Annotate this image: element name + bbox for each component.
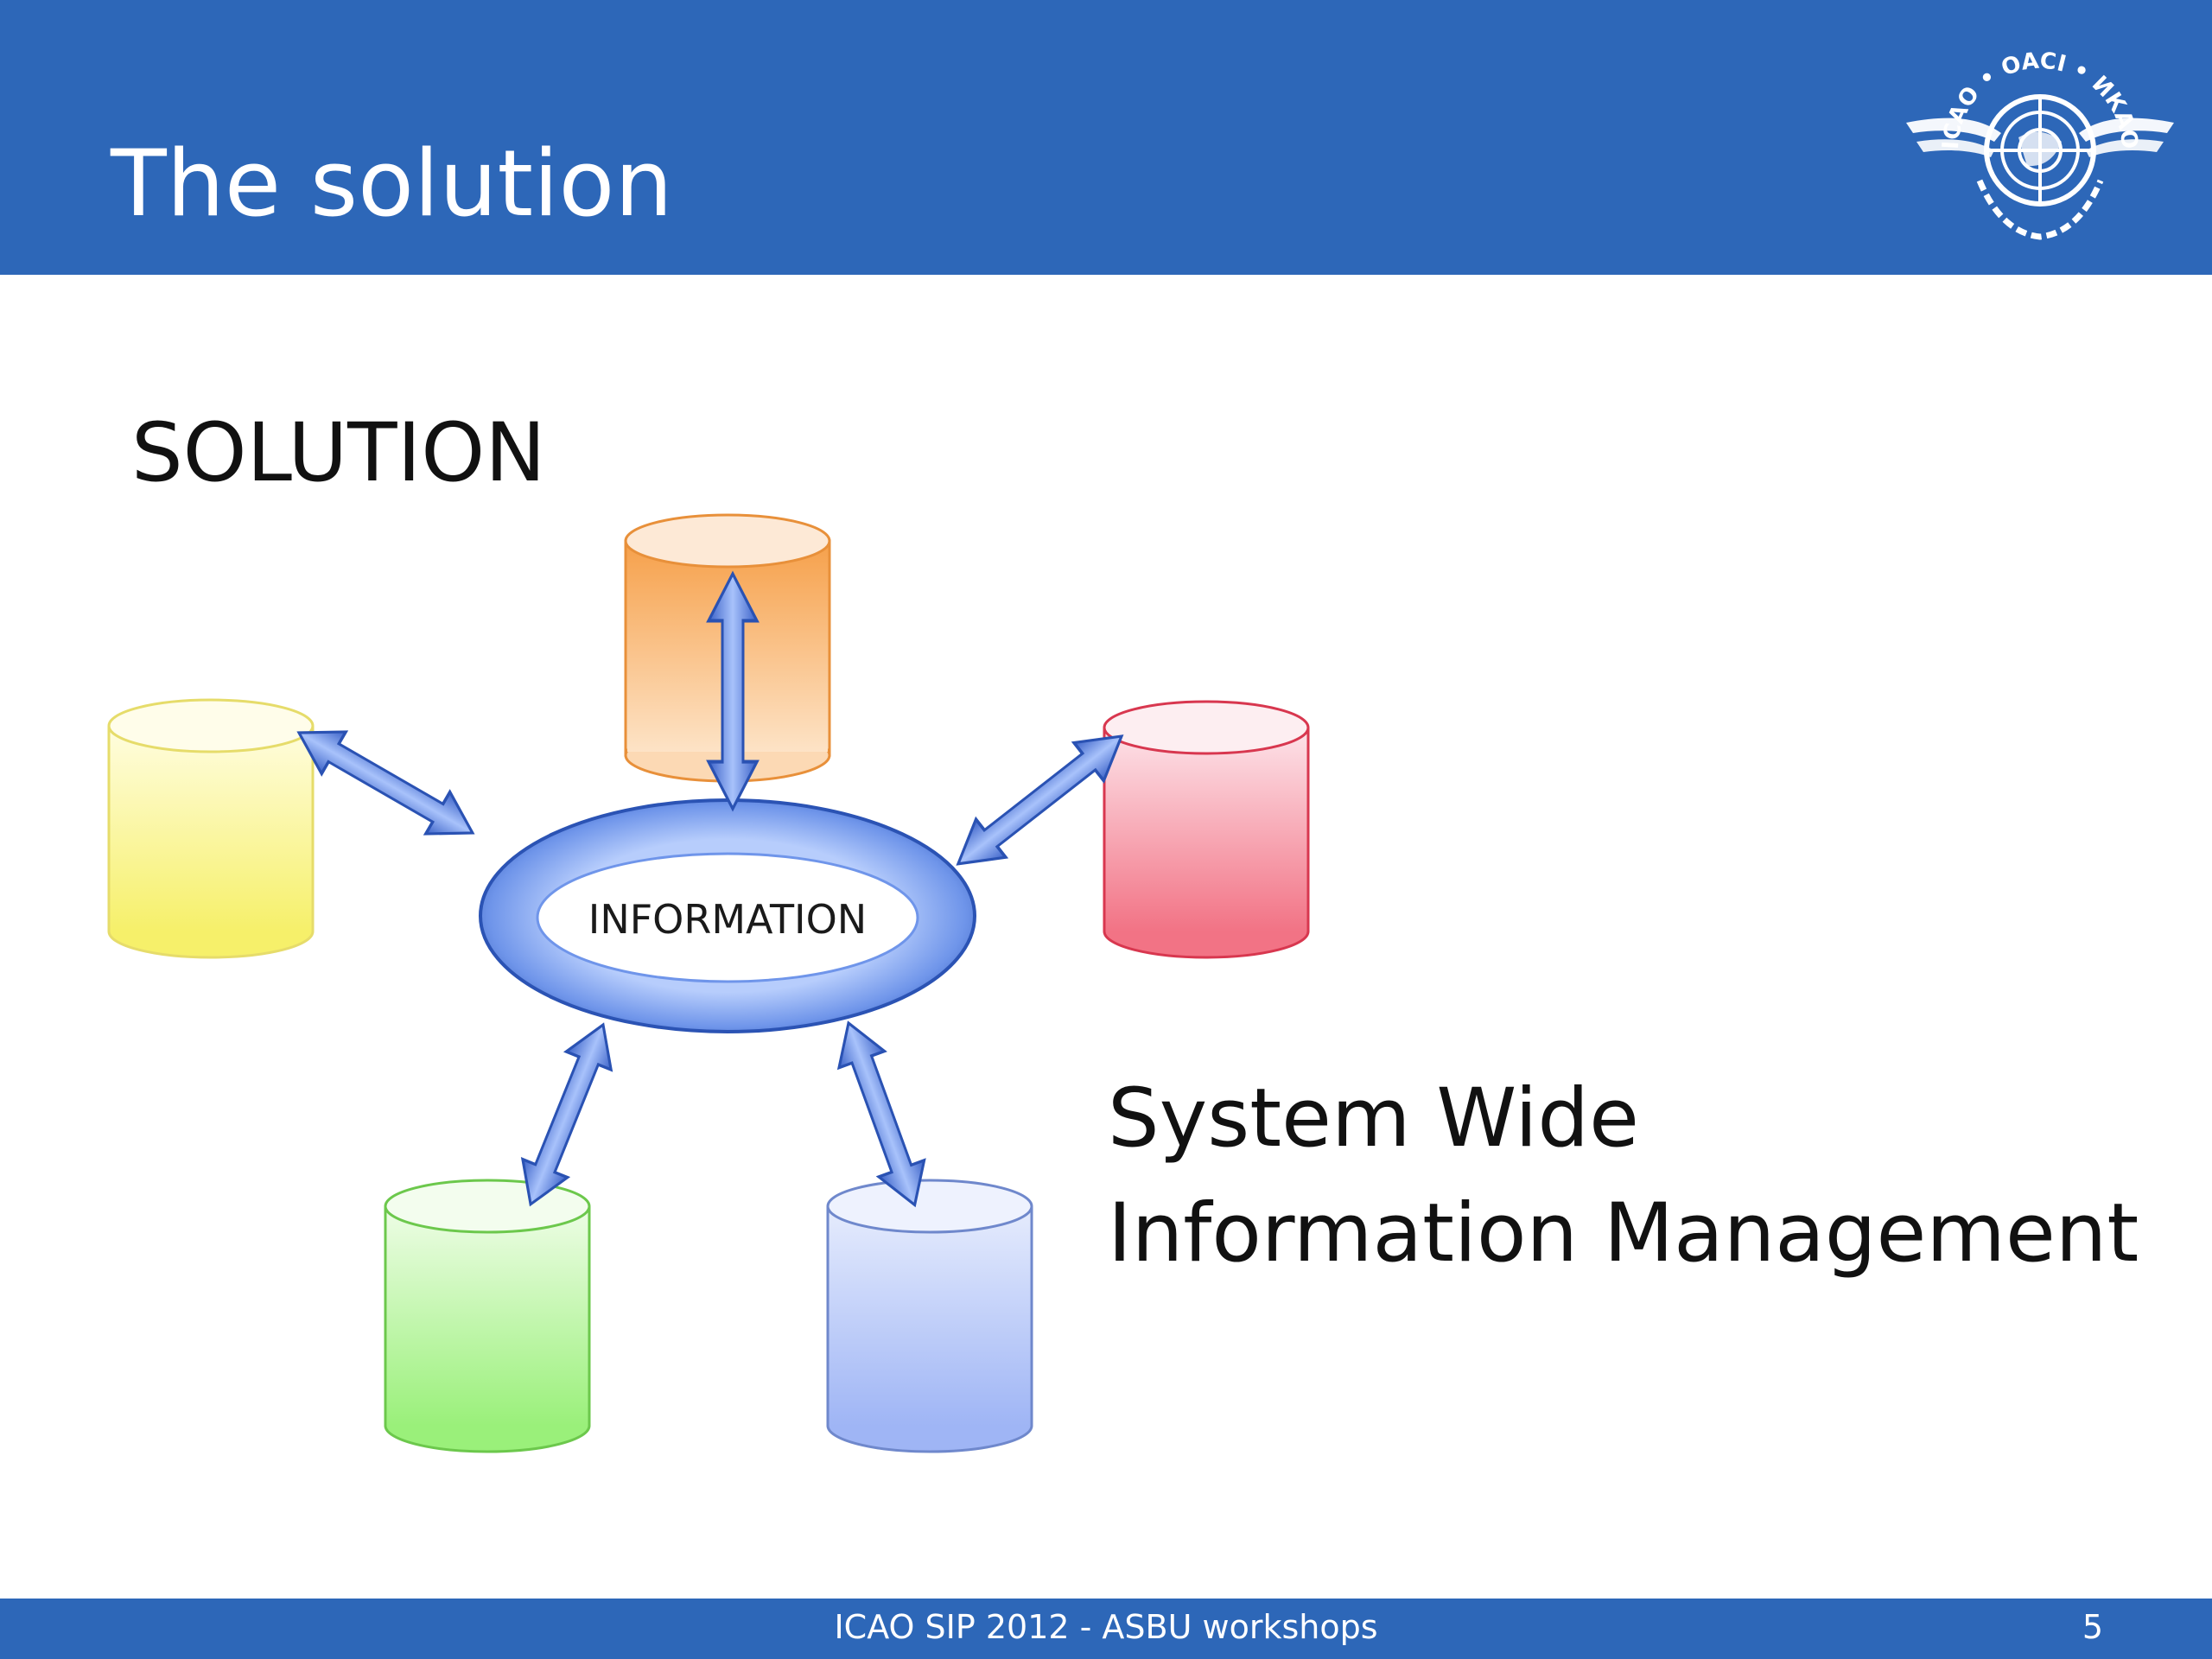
footer-text: ICAO SIP 2012 - ASBU workshops <box>834 1608 1378 1646</box>
slide-header: The solution ICAO • OACI • ИКАО <box>0 0 2212 275</box>
database-green <box>384 1179 591 1453</box>
page-number: 5 <box>2082 1608 2103 1646</box>
swim-diagram: INFORMATION <box>107 513 1310 1453</box>
swim-heading: System Wide Information Management <box>1108 1061 2139 1292</box>
database-yellow <box>107 698 315 959</box>
swim-line-2: Information Management <box>1108 1186 2139 1281</box>
slide-footer: ICAO SIP 2012 - ASBU workshops 5 <box>0 1599 2212 1659</box>
swim-line-1: System Wide <box>1108 1071 1639 1166</box>
information-label: INFORMATION <box>588 896 867 943</box>
information-hub: INFORMATION <box>479 798 976 1033</box>
arrow-yellow <box>285 710 486 855</box>
database-blue <box>826 1179 1033 1453</box>
database-red <box>1103 700 1310 959</box>
icao-emblem-icon: ICAO • OACI • ИКАО <box>1906 48 2174 240</box>
subtitle: SOLUTION <box>131 406 546 500</box>
arrow-green <box>506 1014 627 1215</box>
slide-title: The solution <box>111 130 673 237</box>
